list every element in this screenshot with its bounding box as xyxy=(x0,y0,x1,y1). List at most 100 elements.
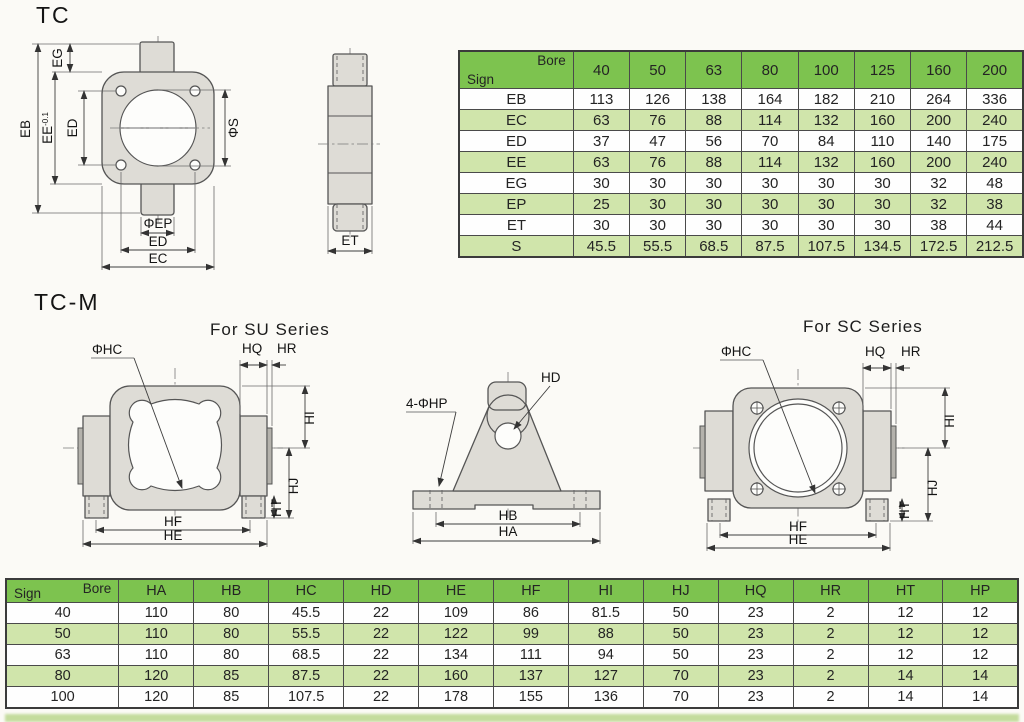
right-foot xyxy=(241,495,266,519)
table-cell: 30 xyxy=(853,214,912,236)
dim-label-hq: HQ xyxy=(242,341,262,356)
dim-label-hf: HF xyxy=(164,514,182,529)
table-cell: 2 xyxy=(792,665,869,687)
table-cell: 2 xyxy=(792,686,869,709)
dim-label-phc: ΦHC xyxy=(92,342,123,357)
dim-label-phi-s: ΦS xyxy=(226,118,241,138)
sign-cell: ED xyxy=(458,130,574,152)
table-cell: 110 xyxy=(118,602,195,624)
table-cell: 2 xyxy=(792,623,869,645)
dim-label-hr: HR xyxy=(901,344,921,359)
table-cell: 88 xyxy=(685,109,743,131)
column-header-HA: HA xyxy=(118,578,195,603)
corner-label-bore: Bore xyxy=(537,53,566,68)
dim-label-hb: HB xyxy=(499,508,518,523)
column-header-40: 40 xyxy=(572,50,631,89)
table-cell: 30 xyxy=(572,172,631,194)
column-header-HE: HE xyxy=(418,578,494,603)
table-cell: 76 xyxy=(628,109,687,131)
section-title-tcm: TC-M xyxy=(34,289,100,315)
table-cell: 55.5 xyxy=(268,623,345,645)
corner-label-sign: Sign xyxy=(14,586,42,601)
table-cell: 200 xyxy=(910,151,968,173)
table-cell: 48 xyxy=(966,172,1024,194)
column-header-HR: HR xyxy=(792,578,869,603)
table-cell: 30 xyxy=(572,214,631,236)
table-cell: 47 xyxy=(628,130,687,152)
table-cell: 14 xyxy=(867,665,944,687)
table-cell: 88 xyxy=(567,623,644,645)
table-cell: 132 xyxy=(797,151,855,173)
left-trunnion-bracket xyxy=(704,410,734,492)
table-cell: 81.5 xyxy=(567,602,644,624)
table-cell: 14 xyxy=(867,686,944,709)
bracket-base xyxy=(412,490,601,510)
tcm-trunnion-bracket-drawing: 4-ΦHP HD HB HA xyxy=(406,370,601,545)
table-cell: 134 xyxy=(418,644,494,666)
table-cell: 32 xyxy=(910,172,968,194)
table-cell: 127 xyxy=(567,665,644,687)
table-cell: 122 xyxy=(418,623,494,645)
table-cell: 160 xyxy=(853,109,912,131)
corner-label-bore: Bore xyxy=(82,581,112,596)
table-cell: 45.5 xyxy=(268,602,345,624)
tc-side-view-drawing: ET xyxy=(318,48,380,255)
bolt-hole xyxy=(189,159,201,171)
sign-cell: EC xyxy=(458,109,574,131)
dim-label-et: ET xyxy=(341,233,358,248)
table-cell: 140 xyxy=(910,130,968,152)
left-foot xyxy=(707,498,731,522)
table-cell: 137 xyxy=(492,665,569,687)
bolt-holes xyxy=(750,401,846,496)
dim-label-hi: HI xyxy=(302,411,317,425)
table-cell: 38 xyxy=(910,214,968,236)
dim-label-ec: EC xyxy=(149,251,168,266)
side-body xyxy=(327,85,373,205)
table-cell: 23 xyxy=(717,644,794,666)
table-cell: 160 xyxy=(418,665,494,687)
dim-label-phc: ΦHC xyxy=(721,344,752,359)
table-cell: 50 xyxy=(642,602,719,624)
table-cell: 109 xyxy=(418,602,494,624)
cut-off-table-row xyxy=(5,714,1019,722)
table-cell: 68.5 xyxy=(268,644,345,666)
table-cell: 23 xyxy=(717,623,794,645)
dim-label-eg: EG xyxy=(50,48,65,68)
table-cell: 99 xyxy=(492,623,569,645)
dim-label-hr: HR xyxy=(277,341,297,356)
dim-label-ed-bottom: ED xyxy=(149,234,168,249)
column-header-HJ: HJ xyxy=(642,578,719,603)
sign-cell: 63 xyxy=(5,644,120,666)
dim-label-hi: HI xyxy=(942,414,957,428)
table-cell: 155 xyxy=(492,686,569,709)
table-cell: 30 xyxy=(685,172,743,194)
table-cell: 22 xyxy=(343,644,419,666)
su-bore-profile xyxy=(127,398,223,492)
table-cell: 87.5 xyxy=(268,665,345,687)
column-header-100: 100 xyxy=(797,50,855,89)
table-cell: 80 xyxy=(193,623,270,645)
left-pivot-pin xyxy=(77,427,84,485)
table-cell: 12 xyxy=(942,602,1019,624)
sign-cell: 100 xyxy=(5,686,120,709)
table-cell: 210 xyxy=(853,88,912,110)
column-header-HD: HD xyxy=(343,578,419,603)
table-cell: 30 xyxy=(741,214,799,236)
column-header-HP: HP xyxy=(942,578,1019,603)
left-trunnion-bracket xyxy=(82,415,111,497)
table-cell: 38 xyxy=(966,193,1024,215)
table-cell: 63 xyxy=(572,109,631,131)
table-cell: 136 xyxy=(567,686,644,709)
corner-label-sign: Sign xyxy=(467,72,495,87)
section-title-tc: TC xyxy=(36,2,71,28)
